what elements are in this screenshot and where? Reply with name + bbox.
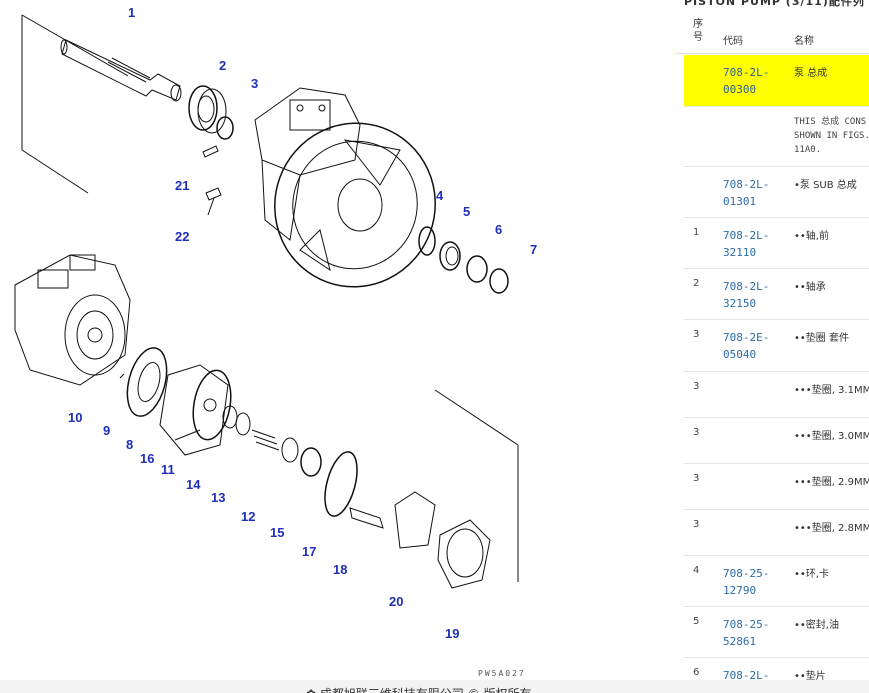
table-row[interactable]: 5 708-25-52861 ••密封,油 [684, 607, 869, 658]
part-name: •泵 SUB 总成 [794, 180, 857, 191]
callout-2[interactable]: 2 [219, 58, 227, 73]
part-code-link[interactable]: 708-2L-32110 [723, 229, 770, 259]
callout-10[interactable]: 10 [68, 410, 83, 425]
callout-19[interactable]: 19 [445, 626, 460, 641]
callout-22[interactable]: 22 [175, 229, 190, 244]
callout-13[interactable]: 13 [211, 490, 226, 505]
table-row[interactable]: 3 •••垫圈, 3.1MM [684, 372, 869, 418]
part-name: ••密封,油 [794, 620, 839, 631]
table-row[interactable]: 708-2L-00300 泵 总成 [684, 55, 869, 107]
callout-12[interactable]: 12 [241, 509, 256, 524]
table-row[interactable]: 1 708-2L-32110 ••轴,前 [684, 218, 869, 269]
table-row[interactable]: 6 708-2L- ••垫片 [684, 658, 869, 680]
pump-housing-drawing [254, 87, 436, 288]
part-name: •••垫圈, 3.1MM [794, 385, 869, 396]
table-row[interactable]: 3 708-2E-05040 ••垫圈 套件 [684, 320, 869, 372]
row-number: 3 [693, 329, 700, 340]
part-code-link[interactable]: 708-2L-00300 [723, 66, 770, 96]
part-code-link[interactable]: 708-2L- [723, 669, 770, 680]
callout-7[interactable]: 7 [530, 242, 538, 257]
table-row[interactable]: 3 •••垫圈, 2.9MM [684, 464, 869, 510]
parts-table-header: 序号 代码 名称 [676, 16, 869, 54]
part-name: •••垫圈, 2.8MM [794, 523, 869, 534]
part-name: ••环,卡 [794, 569, 829, 580]
pump-exploded-view [14, 14, 519, 589]
row-note: THIS 总成 CONS SHOWN IN FIGS. 11A0. [794, 117, 869, 155]
callout-21[interactable]: 21 [175, 178, 190, 193]
callout-14[interactable]: 14 [186, 477, 201, 492]
part-code-link[interactable]: 708-2L-32150 [723, 280, 770, 310]
row-number: 1 [693, 227, 700, 238]
part-name: ••垫圈 套件 [794, 333, 849, 344]
table-row[interactable]: 4 708-25-12790 ••环,卡 [684, 556, 869, 607]
part-name: ••轴,前 [794, 231, 829, 242]
callout-9[interactable]: 9 [103, 423, 111, 438]
part-code-link[interactable]: 708-25-12790 [723, 567, 770, 597]
row-number: 6 [693, 667, 700, 678]
row-number: 3 [693, 519, 700, 530]
pump-assembly-drawing [14, 254, 131, 386]
row-number: 3 [693, 473, 700, 484]
row-number: 3 [693, 381, 700, 392]
table-row[interactable]: 708-2L-01301 •泵 SUB 总成 [684, 167, 869, 218]
part-code-link[interactable]: 708-25-52861 [723, 618, 770, 648]
part-name: •••垫圈, 2.9MM [794, 477, 869, 488]
callout-11[interactable]: 11 [161, 462, 175, 477]
callout-15[interactable]: 15 [270, 525, 285, 540]
table-row[interactable]: 3 •••垫圈, 2.8MM [684, 510, 869, 556]
part-name: •••垫圈, 3.0MM [794, 431, 869, 442]
part-code-link[interactable]: 708-2E-05040 [723, 331, 770, 361]
row-number: 5 [693, 616, 700, 627]
table-row[interactable]: 3 •••垫圈, 3.0MM [684, 418, 869, 464]
table-row[interactable]: THIS 总成 CONS SHOWN IN FIGS. 11A0. [684, 107, 869, 167]
callout-3[interactable]: 3 [251, 76, 259, 91]
panel-title: PISTON PUMP (3/11)配件列 [684, 0, 865, 8]
callout-20[interactable]: 20 [389, 594, 404, 609]
callout-18[interactable]: 18 [333, 562, 348, 577]
table-row[interactable]: 2 708-2L-32150 ••轴承 [684, 269, 869, 320]
copyright-text: ✿ 成都旭联三维科技有限公司 © 版权所有 [306, 685, 532, 693]
callout-5[interactable]: 5 [463, 204, 471, 219]
part-name: ••轴承 [794, 282, 826, 293]
callout-4[interactable]: 4 [436, 188, 444, 203]
parts-list-panel: PISTON PUMP (3/11)配件列 序号 代码 名称 708-2L-00… [676, 0, 869, 680]
callout-16[interactable]: 16 [140, 451, 155, 466]
callout-17[interactable]: 17 [302, 544, 317, 559]
header-name: 名称 [794, 36, 814, 47]
callout-8[interactable]: 8 [126, 437, 134, 452]
row-number: 2 [693, 278, 700, 289]
row-number: 4 [693, 565, 700, 576]
front-shaft-drawing [60, 39, 182, 102]
row-number: 3 [693, 427, 700, 438]
header-no: 序号 [693, 19, 703, 43]
part-name: 泵 总成 [794, 68, 828, 79]
part-code-link[interactable]: 708-2L-01301 [723, 178, 770, 208]
header-code: 代码 [723, 36, 743, 47]
drawing-code: PW5A027 [478, 669, 526, 678]
callout-1[interactable]: 1 [128, 5, 136, 20]
callout-6[interactable]: 6 [495, 222, 503, 237]
exploded-parts-diagram: 1 2 3 4 5 6 7 8 9 10 11 12 13 14 15 16 1… [14, 5, 538, 678]
part-name: ••垫片 [794, 671, 826, 680]
footer: ✿ 成都旭联三维科技有限公司 © 版权所有 [0, 680, 869, 693]
